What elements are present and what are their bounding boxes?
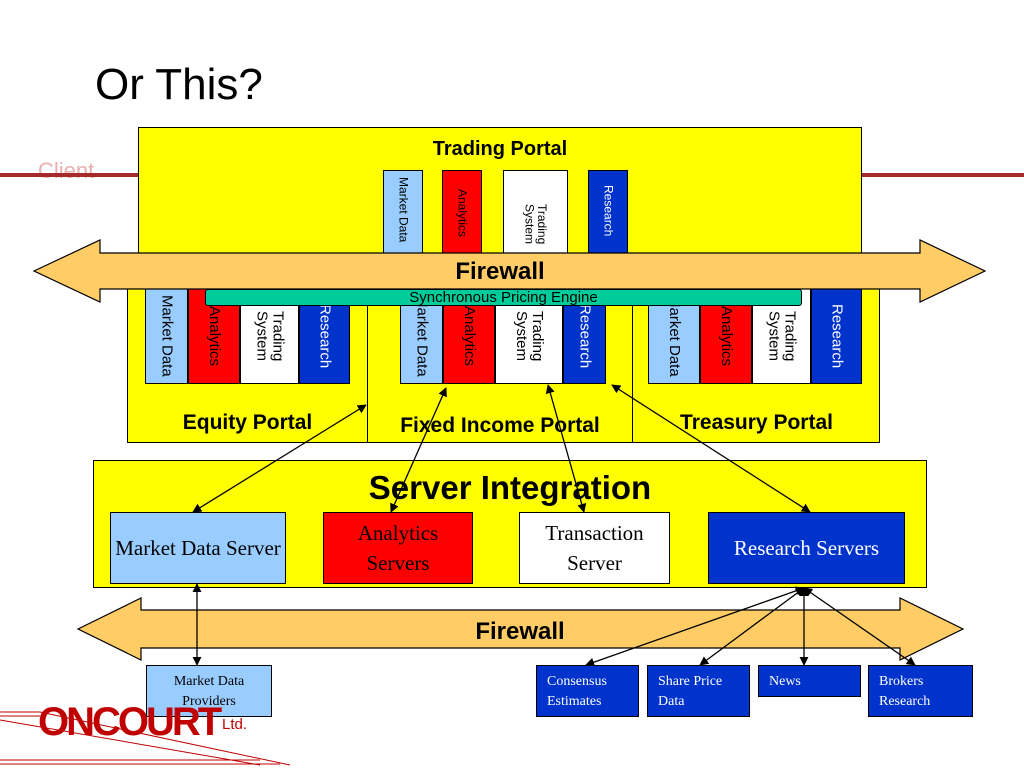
connector-treasury-to-research [611, 384, 811, 513]
brokers-research: Brokers Research [868, 665, 973, 717]
consensus-estimates: Consensus Estimates [536, 665, 639, 717]
analytics-servers: Analytics Servers [323, 512, 473, 584]
trading-portal-tile-research: Research [588, 170, 628, 260]
portal-divider-1 [367, 285, 368, 443]
trading-portal-tile-market-data: Market Data [383, 170, 423, 260]
trading-portal-tile-analytics: Analytics [442, 170, 482, 260]
news: News [758, 665, 861, 697]
trading-portal-title: Trading Portal [432, 138, 568, 160]
firewall-bottom-label: Firewall [475, 618, 565, 645]
trading-portal-tile-trading-system: Trading System [503, 170, 568, 260]
market-data-providers: Market Data Providers [146, 665, 272, 717]
firewall-top-label: Firewall [455, 258, 545, 285]
equity-tile-market-data: Market Data [145, 288, 188, 384]
connector-research-to-brokers [803, 587, 916, 666]
connector-research-to-share-price [699, 587, 805, 666]
background-ghost-text: Client [38, 158, 95, 183]
market-data-server: Market Data Server [110, 512, 286, 584]
sync-pricing-engine-label: Synchronous Pricing Engine [409, 289, 598, 306]
firewall-top-arrow [32, 239, 987, 303]
connector-fixed-income-to-transaction [545, 384, 587, 513]
research-servers: Research Servers [708, 512, 905, 584]
connector-fixed-income-to-analytics [390, 387, 447, 513]
oncourt-logo-graphic [0, 711, 291, 766]
share-price-data: Share Price Data [647, 665, 750, 717]
portal-divider-2 [632, 285, 633, 443]
slide-title: Or This? [95, 60, 263, 109]
sync-pricing-engine-bar [205, 289, 802, 306]
treasury-tile-research: Research [811, 288, 862, 384]
transaction-server: Transaction Server [519, 512, 670, 584]
oncourt-logo: ONCOURT [38, 700, 222, 744]
connector-equity-to-market-data [192, 404, 367, 513]
oncourt-logo-suffix: Ltd. [222, 716, 248, 733]
